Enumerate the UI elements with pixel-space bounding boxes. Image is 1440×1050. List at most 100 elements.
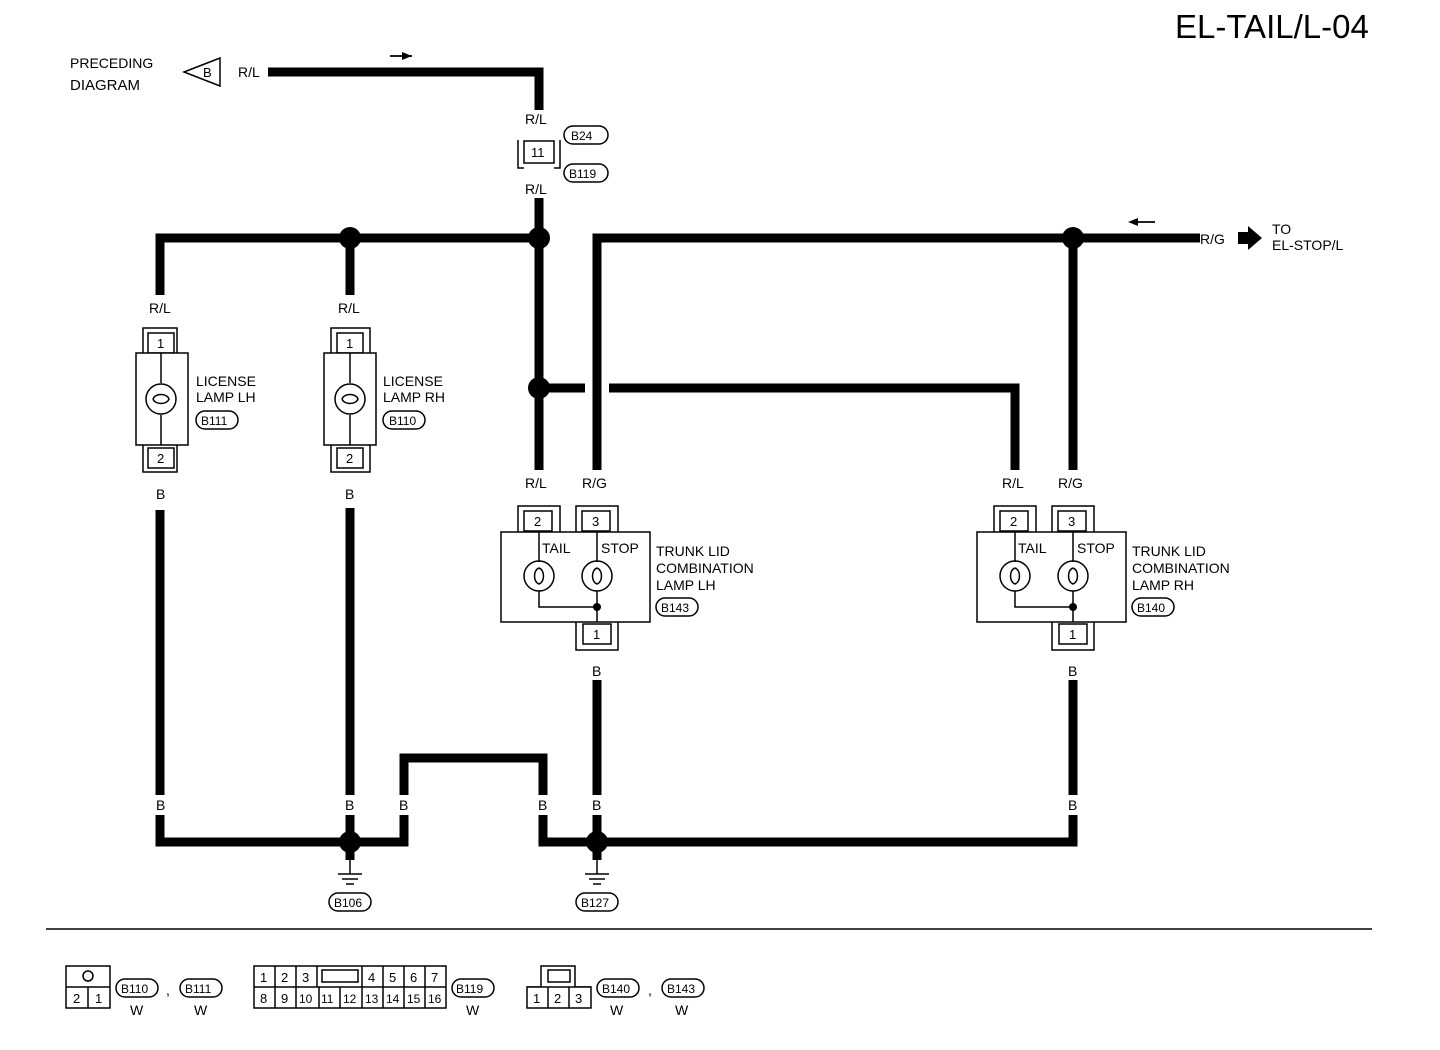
preceding-arrow-label: B bbox=[203, 65, 212, 80]
legend-b-pin: 4 bbox=[368, 970, 375, 985]
legend-c-pin: 1 bbox=[533, 991, 540, 1006]
license-lh-wire-top: R/L bbox=[149, 300, 171, 316]
legend-b-pin: 16 bbox=[428, 992, 442, 1006]
legend-c-pin: 2 bbox=[554, 991, 561, 1006]
junction-wire-bottom: R/L bbox=[525, 181, 547, 197]
rl-bus-wire bbox=[155, 233, 539, 300]
legend-b-pin: 7 bbox=[431, 970, 438, 985]
legend-b-pin: 5 bbox=[389, 970, 396, 985]
trunk-rh-wire-tail: R/L bbox=[1002, 475, 1024, 491]
left-arrow-icon bbox=[181, 56, 221, 88]
trunk-lh-line1: TRUNK LID bbox=[656, 543, 730, 559]
legend-connector-c: 1 2 3 B140 , B143 W W bbox=[526, 965, 705, 1018]
splices bbox=[339, 227, 1084, 853]
trunk-rh-pin-stop: 3 bbox=[1068, 514, 1075, 529]
rg-bus-wire bbox=[592, 233, 1200, 475]
license-rh-pin-top: 1 bbox=[346, 336, 353, 351]
trunk-lamp-lh: R/L R/G 2 3 TAIL STOP 1 B TRUNK LID COMB… bbox=[500, 470, 754, 680]
ground-right: B127 bbox=[575, 860, 619, 912]
legend-a-pin: 2 bbox=[73, 991, 80, 1006]
license-rh-wire-top: R/L bbox=[338, 300, 360, 316]
license-lh-id: B111 bbox=[201, 414, 228, 428]
legend-b-pin: 14 bbox=[386, 992, 400, 1006]
trunk-rh-line3: LAMP RH bbox=[1132, 577, 1194, 593]
legend-c-color1: W bbox=[610, 1002, 624, 1018]
ground-right-id: B127 bbox=[581, 896, 609, 910]
trunk-lh-wire-stop: R/G bbox=[582, 475, 607, 491]
trunk-lh-tail-label: TAIL bbox=[542, 540, 571, 556]
trunk-lh-line2: COMBINATION bbox=[656, 560, 754, 576]
bulb-icon bbox=[591, 567, 603, 585]
legend-b-pin: 6 bbox=[410, 970, 417, 985]
lock-tab-icon bbox=[321, 969, 359, 983]
license-lamp-lh: R/L 1 2 B LICENSE LAMP LH B111 bbox=[135, 295, 256, 508]
junction-wire-top: R/L bbox=[525, 111, 547, 127]
wires bbox=[155, 67, 1200, 860]
legend-b-pin: 3 bbox=[302, 970, 309, 985]
ground-wire-label: B bbox=[156, 797, 165, 813]
trunk-lh-line3: LAMP LH bbox=[656, 577, 716, 593]
license-lh-wire-bottom: B bbox=[156, 486, 165, 502]
license-rh-id: B110 bbox=[389, 414, 416, 428]
legend-a-id2: B111 bbox=[185, 982, 212, 996]
bulb-icon bbox=[152, 393, 170, 405]
trunk-lh-wire-ground: B bbox=[592, 663, 601, 679]
legend-c-id1: B140 bbox=[602, 982, 630, 996]
ground-wire-label: B bbox=[345, 797, 354, 813]
junction-connector: R/L 11 B24 B119 R/L bbox=[517, 110, 609, 198]
splice-dot bbox=[1062, 227, 1084, 249]
legend-c-color2: W bbox=[675, 1002, 689, 1018]
trunk-rh-line1: TRUNK LID bbox=[1132, 543, 1206, 559]
trunk-rh-ground-wire-b bbox=[597, 815, 1078, 847]
trunk-lh-pin-tail: 2 bbox=[534, 514, 541, 529]
legend-b-pin: 2 bbox=[281, 970, 288, 985]
legend-connector-a: 2 1 B110 , B111 W W bbox=[65, 965, 223, 1018]
legend-a-sep: , bbox=[166, 982, 170, 998]
splice-dot bbox=[528, 227, 550, 249]
ground-wire-label: B bbox=[1068, 797, 1077, 813]
feed-wire bbox=[268, 67, 544, 110]
license-lh-line2: LAMP LH bbox=[196, 389, 256, 405]
jumper-wire-a bbox=[350, 815, 409, 847]
license-rh-line1: LICENSE bbox=[383, 373, 443, 389]
legend-b-pin: 1 bbox=[260, 970, 267, 985]
guide-mark-icon bbox=[82, 970, 94, 982]
trunk-lh-id: B143 bbox=[661, 601, 689, 615]
ground-wire-label: B bbox=[592, 797, 601, 813]
license-lh-ground-wire-b bbox=[155, 815, 350, 847]
trunk-rh-stop-label: STOP bbox=[1077, 540, 1115, 556]
license-lh-line1: LICENSE bbox=[196, 373, 256, 389]
to-stop-ref: R/G TO EL-STOP/L bbox=[1128, 218, 1344, 253]
junction-id-bottom: B119 bbox=[569, 167, 596, 181]
page-title: EL-TAIL/L-04 bbox=[1175, 8, 1369, 45]
jumper-wire-b bbox=[399, 753, 548, 795]
legend-c-sep: , bbox=[648, 982, 652, 998]
legend-b-pin: 15 bbox=[407, 992, 421, 1006]
license-rh-line2: LAMP RH bbox=[383, 389, 445, 405]
legend-b-pin: 13 bbox=[365, 992, 379, 1006]
legend-c-pin: 3 bbox=[575, 991, 582, 1006]
legend-b-pin: 10 bbox=[299, 992, 313, 1006]
trunk-rh-pin-ground: 1 bbox=[1069, 627, 1076, 642]
legend-b-pin: 9 bbox=[281, 991, 288, 1006]
license-rh-wire-bottom: B bbox=[345, 486, 354, 502]
preceding-line2: DIAGRAM bbox=[70, 77, 140, 94]
trunk-rh-pin-tail: 2 bbox=[1010, 514, 1017, 529]
lock-tab-icon bbox=[547, 969, 571, 983]
legend-a-id1: B110 bbox=[121, 982, 148, 996]
junction-id-top: B24 bbox=[571, 129, 593, 143]
ground-wire-label: B bbox=[399, 797, 408, 813]
trunk-rh-wire-ground: B bbox=[1068, 663, 1077, 679]
legend-a-color2: W bbox=[194, 1002, 208, 1018]
bulb-icon bbox=[533, 567, 545, 585]
jumper-wire-c bbox=[538, 815, 597, 847]
trunk-rh-line2: COMBINATION bbox=[1132, 560, 1230, 576]
bulb-icon bbox=[1009, 567, 1021, 585]
ground-wire-label: B bbox=[538, 797, 547, 813]
legend-connector-b: 1 2 3 4 5 6 7 8 9 10 11 12 13 14 15 16 B… bbox=[253, 965, 495, 1018]
legend-c-id2: B143 bbox=[667, 982, 695, 996]
trunk-rh-wire-stop: R/G bbox=[1058, 475, 1083, 491]
legend-b-pin: 12 bbox=[343, 992, 357, 1006]
to-stop-line2: EL-STOP/L bbox=[1272, 237, 1344, 253]
bulb-icon bbox=[341, 393, 359, 405]
